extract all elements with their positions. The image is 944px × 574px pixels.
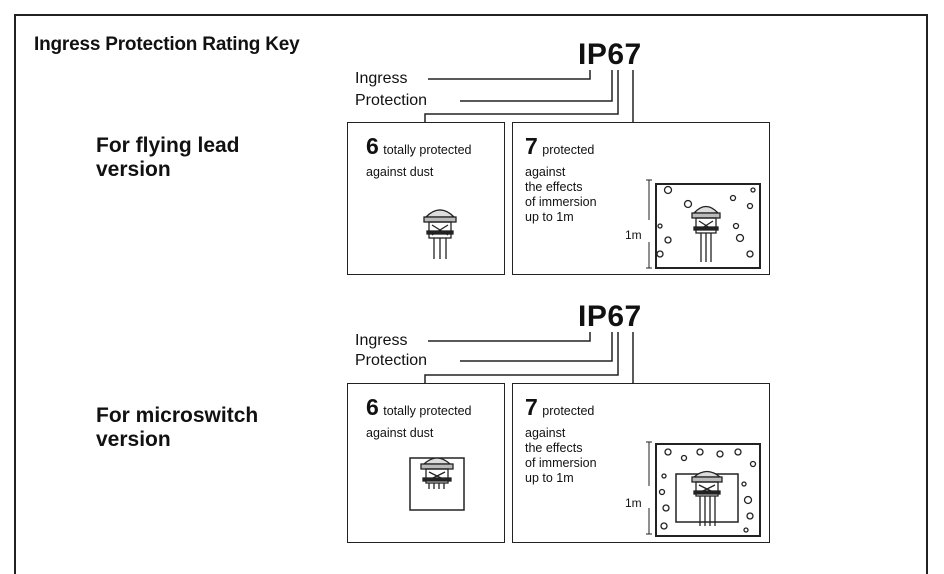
water-text-line-4: of immersion [525,456,597,470]
water-text-line-3: the effects [525,180,583,194]
immersion-illustration [646,441,761,537]
water-text-line-5: up to 1m [525,471,574,485]
ingress-label: Ingress [355,332,408,349]
ingress-label: Ingress [355,70,408,87]
water-text-line-3: the effects [525,441,583,455]
water-text-line-4: of immersion [525,195,597,209]
water-protection-box: 7 protected against the effects of immer… [512,122,770,275]
water-protection-box: 7 protected against the effects of immer… [512,383,770,543]
dust-digit: 6 [366,133,379,159]
connector-lines [424,70,634,383]
water-digit: 7 [525,394,538,420]
diagram-frame [14,14,928,574]
ingress-connector [428,70,591,80]
dust-connector [424,332,619,383]
dust-digit: 6 [366,394,379,420]
protection-connector [460,332,613,362]
ip-code: IP67 [578,300,642,333]
dust-protection-box: 6 totally protected against dust [347,122,505,275]
version-label: For microswitch version [96,404,259,451]
dust-connector [424,70,619,122]
water-text-line-1: protected [542,404,595,418]
dust-text-line-1: totally protected [383,143,472,157]
version-label: For flying lead version [96,134,240,181]
protection-connector [460,70,613,102]
dust-text-line-1: totally protected [383,404,472,418]
water-text-line-2: against [525,426,566,440]
water-text-line-2: against [525,165,566,179]
dust-text-line-2: against dust [366,426,434,440]
ip-code: IP67 [578,38,642,71]
protection-label: Protection [355,352,428,369]
depth-label: 1m [625,228,642,242]
switch-icon [423,209,457,259]
microswitch-icon [409,457,465,511]
protection-label: Protection [355,92,428,109]
immersion-illustration [646,179,761,269]
dust-protection-box: 6 totally protected against dust [347,383,505,543]
water-digit: 7 [525,133,538,159]
depth-label: 1m [625,496,642,510]
water-text-line-5: up to 1m [525,210,574,224]
water-text-line-1: protected [542,143,595,157]
dust-text-line-2: against dust [366,165,434,179]
ingress-connector [428,332,591,342]
diagram-title: Ingress Protection Rating Key [34,34,300,55]
